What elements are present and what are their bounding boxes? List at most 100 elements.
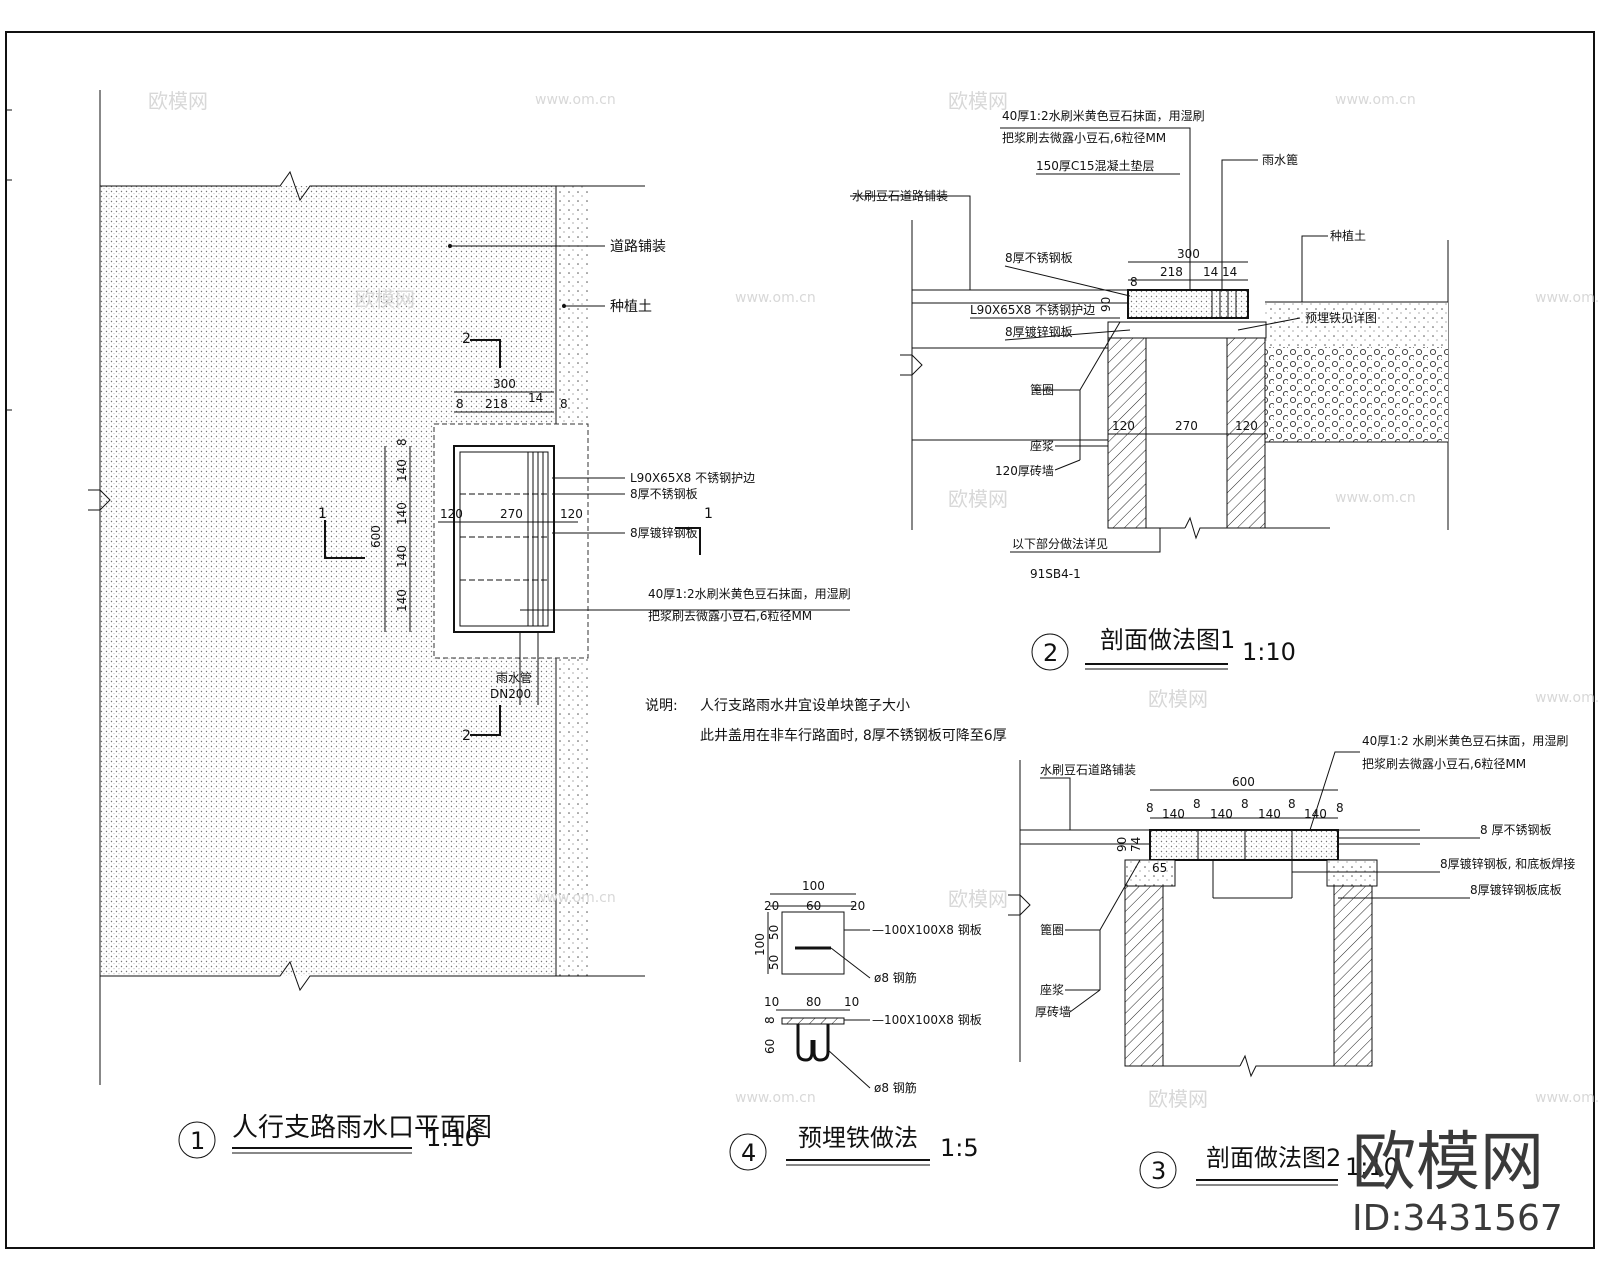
inlet-inner bbox=[459, 451, 549, 627]
leader bbox=[1040, 777, 1071, 830]
embed-detail-drawing: 100 20 60 20 100 50 50 —100X100X8 钢板 ø8 … bbox=[729, 879, 982, 1171]
section-1-drawing: 300 218 14 14 8 90 120 270 120 40厚1:2水刷米… bbox=[850, 108, 1449, 671]
leader-dot bbox=[562, 304, 566, 308]
dim-140: 140 bbox=[395, 545, 409, 568]
label-grate: 雨水篦 bbox=[1262, 152, 1298, 167]
dim-8: 8 bbox=[1288, 797, 1296, 811]
title-number-circle bbox=[178, 1121, 216, 1159]
label-finish-1: 40厚1:2水刷米黄色豆石抹面，用湿刷 bbox=[1002, 108, 1205, 123]
label-ss-plate: 8厚不锈钢板 bbox=[1005, 251, 1073, 265]
label-finish-2: 把浆刷去微露小豆石,6粒径MM bbox=[1002, 130, 1166, 145]
leader bbox=[1309, 751, 1360, 831]
label-finish-2: 把浆刷去微露小豆石,6粒径MM bbox=[1362, 756, 1526, 771]
watermark-url: www.om.cn bbox=[1535, 1090, 1600, 1106]
dim-50: 50 bbox=[767, 925, 781, 940]
brick-wall-left bbox=[1124, 885, 1164, 1067]
section-label: 2 bbox=[462, 331, 471, 347]
section2-title: 剖面做法图2 bbox=[1206, 1144, 1341, 1172]
label-plate-1: —100X100X8 钢板 bbox=[872, 923, 982, 937]
dim-8: 8 bbox=[1193, 797, 1201, 811]
label-below-1: 以下部分做法详见 bbox=[1012, 536, 1108, 551]
break-line bbox=[900, 354, 923, 376]
leader bbox=[1004, 329, 1131, 341]
section-marker-2-bottom bbox=[470, 705, 501, 736]
label-curb: 篦圈 bbox=[1030, 382, 1054, 397]
watermark-url: www.om.cn bbox=[1335, 92, 1416, 108]
label-mortar: 座浆 bbox=[1030, 438, 1054, 453]
dim-8: 8 bbox=[1130, 275, 1138, 289]
label-brick: 120厚砖墙 bbox=[995, 463, 1054, 478]
dim-140: 140 bbox=[1258, 807, 1281, 821]
brand-id: ID:3431567 bbox=[1352, 1198, 1563, 1239]
section-label: 2 bbox=[462, 728, 471, 744]
leader bbox=[1010, 528, 1161, 553]
label-below-2: 91SB4-1 bbox=[1030, 567, 1081, 581]
notes-line-2: 此井盖用在非车行路面时, 8厚不锈钢板可降至6厚 bbox=[700, 727, 1007, 744]
dim-10: 10 bbox=[764, 995, 779, 1009]
dim-270: 270 bbox=[500, 507, 523, 521]
label-galv-plate: 8厚镀锌钢板 bbox=[630, 526, 698, 540]
dim-8: 8 bbox=[456, 397, 464, 411]
notes-prefix: 说明: bbox=[645, 698, 678, 714]
watermark-url: www.om.cn bbox=[535, 92, 616, 108]
label-angle: L90X65X8 不锈钢护边 bbox=[970, 303, 1095, 317]
notes-block: 说明: 人行支路雨水井宜设单块篦子大小 此井盖用在非车行路面时, 8厚不锈钢板可… bbox=[645, 698, 1007, 744]
leader bbox=[1237, 317, 1301, 331]
section1-title: 剖面做法图1 bbox=[1100, 626, 1235, 654]
dim-140: 140 bbox=[1162, 807, 1185, 821]
label-galv-base: 8厚镀锌钢板底板 bbox=[1470, 882, 1562, 897]
watermark-logo: 欧模网 bbox=[948, 487, 1008, 511]
watermark-url: www.om.cn bbox=[535, 890, 616, 906]
leader bbox=[1069, 989, 1101, 1013]
leader bbox=[827, 1049, 871, 1089]
dim-20: 20 bbox=[764, 899, 779, 913]
section-marker-1-right bbox=[675, 527, 701, 555]
watermark-url: www.om.cn bbox=[1335, 490, 1416, 506]
dim-8: 8 bbox=[560, 397, 568, 411]
brand-logo: 欧模网 bbox=[1352, 1126, 1544, 1200]
plan-drawing: 2 2 1 1 300 218 8 14 8 120 270 120 600 1… bbox=[88, 90, 851, 1159]
dim-100: 100 bbox=[802, 879, 825, 893]
leader bbox=[850, 195, 971, 290]
plan-title: 人行支路雨水口平面图 bbox=[232, 1113, 492, 1143]
dim-8: 8 bbox=[1336, 801, 1344, 815]
label-soil: 种植土 bbox=[1330, 228, 1366, 243]
label-concrete: 150厚C15混凝土垫层 bbox=[1036, 158, 1155, 173]
leader-dot bbox=[448, 244, 452, 248]
dim-140: 140 bbox=[395, 589, 409, 612]
plate-section bbox=[781, 1017, 845, 1025]
break-line-left bbox=[88, 489, 111, 511]
dim-14: 14 bbox=[528, 391, 543, 405]
dim-14: 14 bbox=[1203, 265, 1218, 279]
leader bbox=[830, 947, 871, 979]
dim-120: 120 bbox=[440, 507, 463, 521]
embed-title: 预埋铁做法 bbox=[798, 1124, 918, 1152]
dim-218: 218 bbox=[1160, 265, 1183, 279]
label-finish-1: 40厚1:2 水刷米黄色豆石抹面，用湿刷 bbox=[1362, 733, 1568, 748]
notes-line-1: 人行支路雨水井宜设单块篦子大小 bbox=[700, 698, 910, 714]
sheet-border bbox=[5, 31, 1595, 1249]
embed-scale: 1:5 bbox=[940, 1134, 979, 1162]
break-line-top bbox=[100, 170, 645, 202]
leader bbox=[1221, 159, 1258, 290]
label-embed: 预埋铁见详图 bbox=[1305, 310, 1377, 325]
dim-8: 8 bbox=[1146, 801, 1154, 815]
title-number-circle bbox=[1139, 1151, 1177, 1189]
inlet-frame bbox=[453, 445, 555, 633]
dim-90: 90 bbox=[1115, 837, 1129, 852]
label-angle-steel: L90X65X8 不锈钢护边 bbox=[630, 471, 755, 485]
dim-600: 600 bbox=[1232, 775, 1255, 789]
dim-218: 218 bbox=[485, 397, 508, 411]
label-ss-plate: 8厚不锈钢板 bbox=[630, 487, 698, 501]
label-road: 水刷豆石道路铺装 bbox=[1040, 762, 1136, 777]
dim-600: 600 bbox=[369, 525, 383, 548]
watermark-logo: 欧模网 bbox=[948, 89, 1008, 113]
label-road-paving: 道路铺装 bbox=[610, 239, 666, 255]
dim-8: 8 bbox=[1241, 797, 1249, 811]
title-number: 1 bbox=[190, 1127, 205, 1155]
label-curb: 篦圈 bbox=[1040, 922, 1064, 937]
dim-270: 270 bbox=[1175, 419, 1198, 433]
dim-140: 140 bbox=[395, 502, 409, 525]
dim-10: 10 bbox=[844, 995, 859, 1009]
brick-wall-right bbox=[1333, 885, 1373, 1067]
